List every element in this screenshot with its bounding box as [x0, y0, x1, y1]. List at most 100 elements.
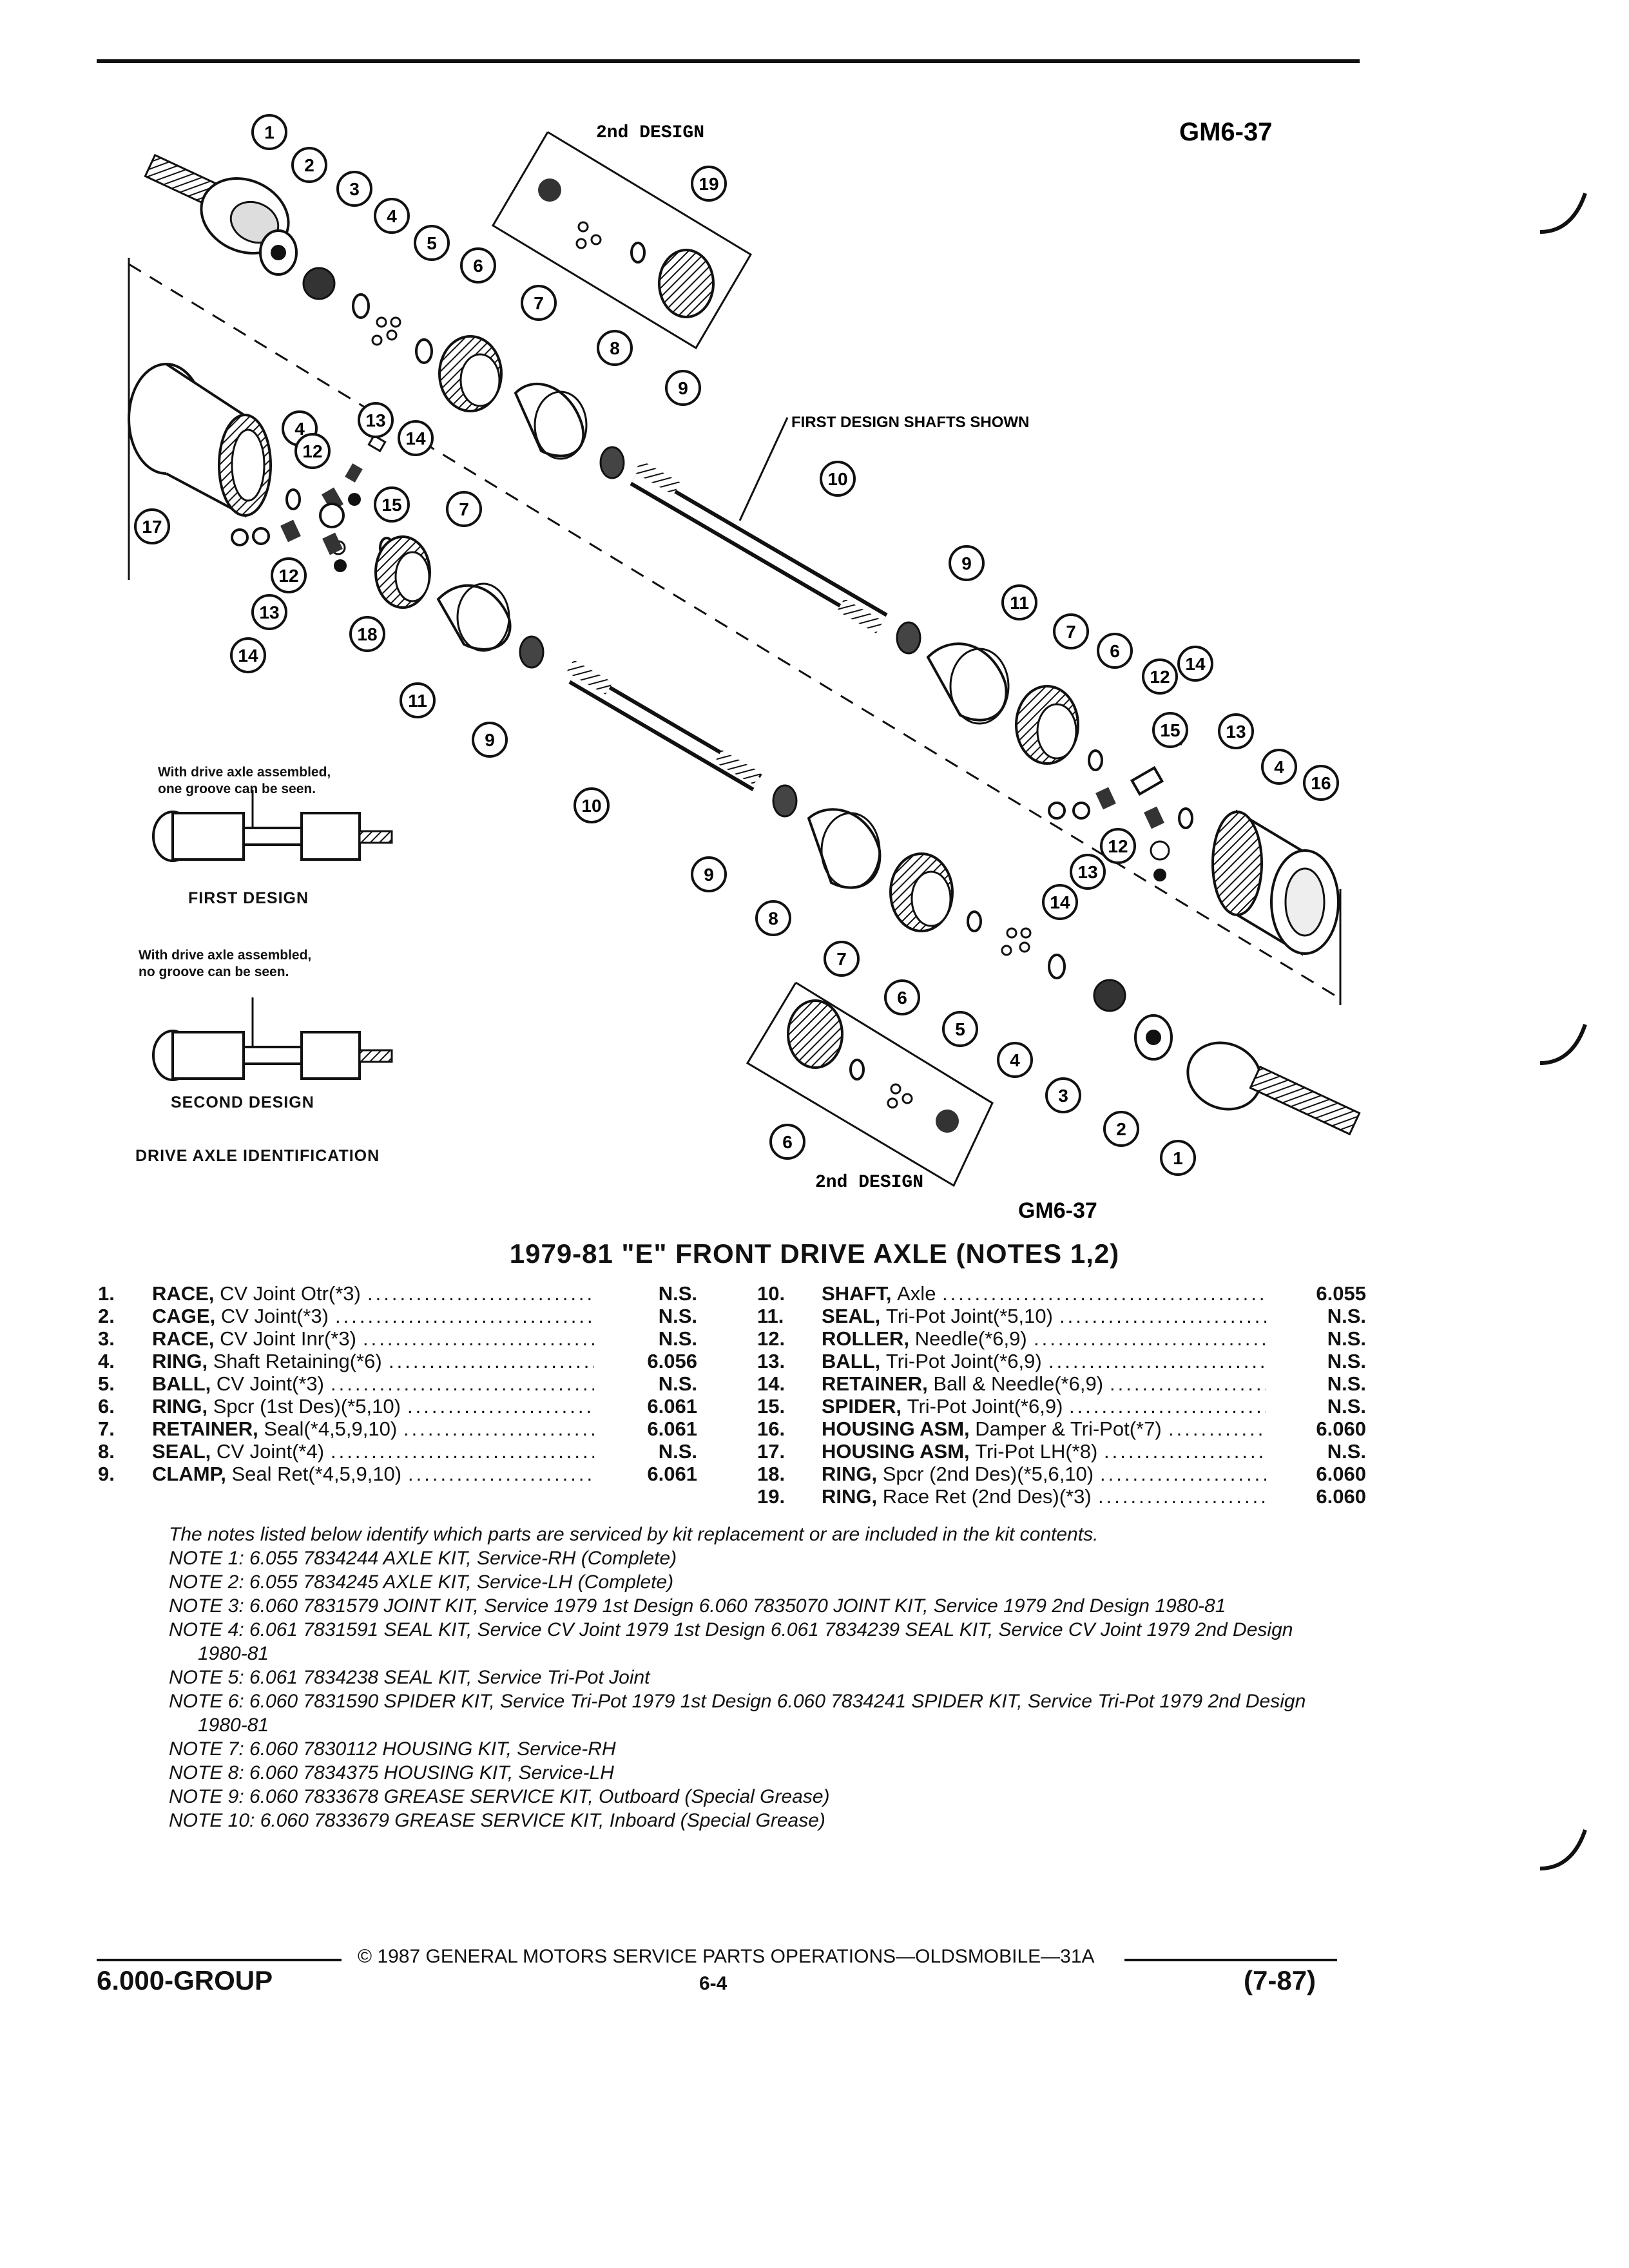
- part-code: 6.060: [1316, 1418, 1366, 1440]
- callout-14: 14: [230, 637, 266, 673]
- drive-axle-identification-caption: DRIVE AXLE IDENTIFICATION: [135, 1147, 380, 1165]
- callout-6: 6: [769, 1124, 805, 1160]
- part-desc: Spcr (1st Des)(*5,10): [213, 1395, 401, 1418]
- part-number: 4.: [98, 1350, 115, 1372]
- part-desc: Seal(*4,5,9,10): [264, 1418, 398, 1440]
- part-desc: Damper & Tri-Pot(*7): [975, 1418, 1162, 1440]
- drive-axle-exploded-diagram: GM6-37 GM6-37 2nd DESIGN 2nd DESIGN FIRS…: [128, 114, 1361, 1223]
- callout-14: 14: [1177, 646, 1213, 682]
- part-code: N.S.: [658, 1327, 697, 1350]
- callout-15: 15: [1152, 712, 1188, 748]
- part-name-bold: SEAL,: [822, 1305, 881, 1327]
- part-row: 7.RETAINER, Seal(*4,5,9,10)6.061........…: [98, 1418, 697, 1440]
- part-row: 18.RING, Spcr (2nd Des)(*5,6,10)6.060...…: [757, 1463, 1366, 1485]
- callout-13: 13: [1070, 854, 1106, 890]
- figure-code-bottom: GM6-37: [1018, 1198, 1097, 1223]
- part-number: 6.: [98, 1395, 115, 1418]
- part-name: BALL, CV Joint(*3): [152, 1372, 324, 1396]
- part-name-bold: CAGE,: [152, 1305, 216, 1327]
- part-code: N.S.: [1327, 1350, 1366, 1372]
- callout-4: 4: [374, 198, 410, 234]
- callout-14: 14: [398, 420, 434, 456]
- callout-13: 13: [1218, 713, 1254, 749]
- footer-page: 6-4: [699, 1973, 728, 1994]
- part-number: 17.: [757, 1440, 786, 1463]
- part-name: RING, Spcr (2nd Des)(*5,6,10): [822, 1463, 1094, 1486]
- part-name-bold: HOUSING ASM,: [822, 1418, 970, 1440]
- callout-3: 3: [1045, 1077, 1081, 1113]
- callout-9: 9: [472, 722, 508, 758]
- page-edge-marks: [1539, 193, 1587, 1870]
- footer-rule-right: [1124, 1959, 1337, 1961]
- dot-leader: ........................................…: [331, 1372, 594, 1395]
- first-design-axle-sketch: [152, 790, 393, 862]
- dot-leader: ........................................…: [403, 1418, 594, 1440]
- note-item: NOTE 2: 6.055 7834245 AXLE KIT, Service-…: [169, 1571, 674, 1593]
- part-name: RETAINER, Ball & Needle(*6,9): [822, 1372, 1103, 1396]
- part-desc: CV Joint(*3): [220, 1305, 329, 1327]
- second-design-caption: SECOND DESIGN: [171, 1093, 314, 1111]
- callout-number: 7: [459, 499, 469, 519]
- callout-8: 8: [755, 900, 791, 936]
- part-name: SEAL, CV Joint(*4): [152, 1440, 324, 1463]
- part-name-bold: RING,: [822, 1485, 878, 1508]
- callout-12: 12: [1142, 658, 1178, 695]
- callout-6: 6: [1097, 633, 1133, 669]
- part-code: N.S.: [1327, 1327, 1366, 1350]
- part-desc: Race Ret (2nd Des)(*3): [882, 1485, 1092, 1508]
- note-item: NOTE 5: 6.061 7834238 SEAL KIT, Service …: [169, 1667, 650, 1688]
- part-desc: Shaft Retaining(*6): [213, 1350, 382, 1372]
- part-desc: CV Joint(*3): [216, 1372, 324, 1395]
- callout-number: 12: [302, 441, 322, 461]
- part-number: 11.: [757, 1305, 784, 1327]
- note-item: NOTE 6: 6.060 7831590 SPIDER KIT, Servic…: [169, 1691, 1306, 1736]
- part-row: 19.RING, Race Ret (2nd Des)(*3)6.060....…: [757, 1485, 1366, 1508]
- part-number: 10.: [757, 1282, 786, 1305]
- callout-number: 11: [408, 691, 427, 711]
- note-item: NOTE 4: 6.061 7831591 SEAL KIT, Service …: [169, 1619, 1293, 1664]
- callout-number: 4: [387, 206, 397, 226]
- callout-13: 13: [251, 594, 287, 630]
- part-desc: Tri-Pot Joint(*6,9): [885, 1350, 1042, 1372]
- part-code: N.S.: [658, 1282, 697, 1305]
- part-name-bold: RETAINER,: [152, 1418, 258, 1440]
- callout-number: 13: [365, 410, 385, 430]
- part-name: RACE, CV Joint Inr(*3): [152, 1327, 356, 1350]
- part-name-bold: ROLLER,: [822, 1327, 910, 1350]
- note-item: NOTE 10: 6.060 7833679 GREASE SERVICE KI…: [169, 1810, 825, 1831]
- part-number: 7.: [98, 1418, 115, 1440]
- part-desc: CV Joint Otr(*3): [220, 1282, 361, 1305]
- dot-leader: ........................................…: [1034, 1327, 1266, 1350]
- callout-number: 16: [1311, 773, 1331, 793]
- callout-7: 7: [824, 941, 860, 977]
- part-number: 3.: [98, 1327, 115, 1350]
- callout-number: 1: [1173, 1148, 1183, 1168]
- callout-4: 4: [1261, 749, 1297, 785]
- part-name-bold: RING,: [822, 1463, 878, 1485]
- callout-7: 7: [446, 491, 482, 527]
- notes-list: NOTE 1: 6.055 7834244 AXLE KIT, Service-…: [169, 1546, 1329, 1832]
- part-name-bold: RETAINER,: [822, 1372, 928, 1395]
- part-name-bold: BALL,: [152, 1372, 211, 1395]
- part-name: RING, Race Ret (2nd Des)(*3): [822, 1485, 1092, 1508]
- part-number: 5.: [98, 1372, 115, 1395]
- part-number: 9.: [98, 1463, 115, 1485]
- part-code: 6.061: [647, 1463, 697, 1485]
- footer-copyright: © 1987 GENERAL MOTORS SERVICE PARTS OPER…: [358, 1946, 1095, 1967]
- part-name-bold: SEAL,: [152, 1440, 211, 1463]
- label-2nd-design-bottom: 2nd DESIGN: [815, 1173, 923, 1193]
- part-code: N.S.: [658, 1305, 697, 1327]
- callout-11: 11: [400, 682, 436, 718]
- callout-9: 9: [949, 545, 985, 581]
- callout-number: 18: [357, 624, 377, 644]
- callout-9: 9: [665, 370, 701, 406]
- part-number: 19.: [757, 1485, 786, 1508]
- part-name: BALL, Tri-Pot Joint(*6,9): [822, 1350, 1042, 1373]
- callout-number: 9: [678, 378, 688, 398]
- callout-number: 5: [955, 1019, 965, 1039]
- part-desc: CV Joint Inr(*3): [220, 1327, 356, 1350]
- callout-15: 15: [374, 486, 410, 523]
- dot-leader: ........................................…: [389, 1350, 594, 1372]
